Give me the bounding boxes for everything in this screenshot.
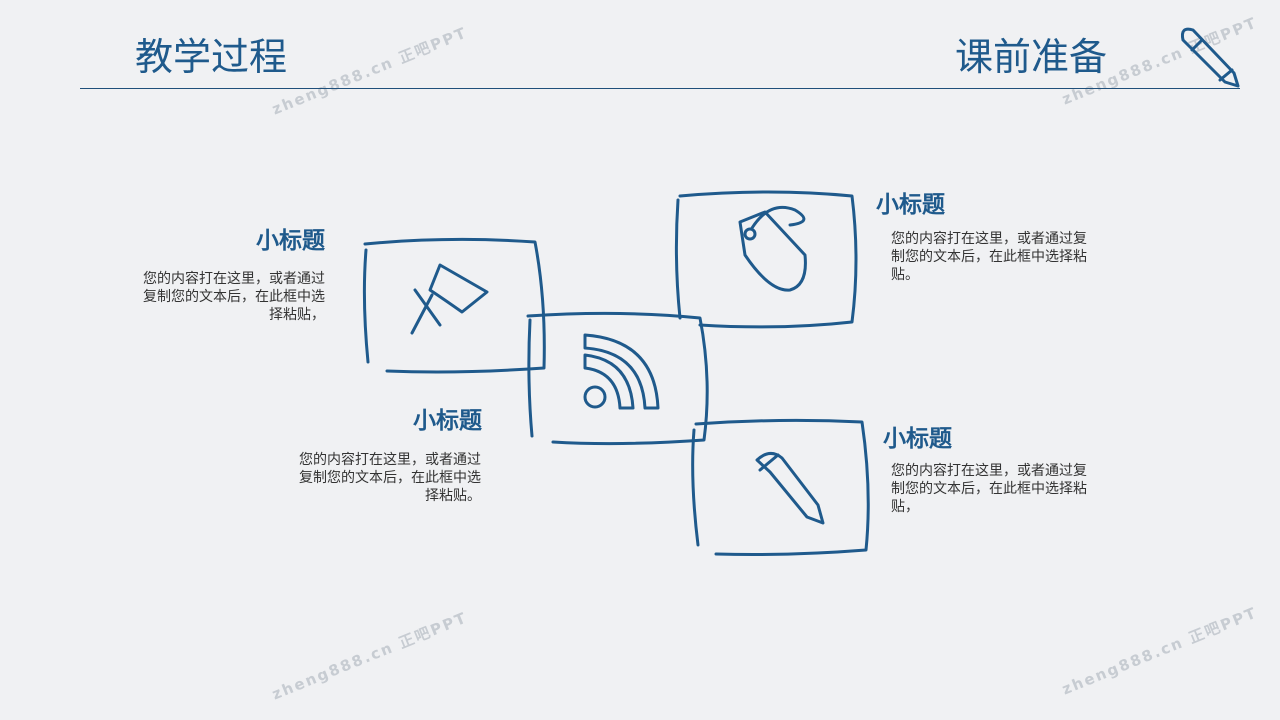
text-line: 择粘贴。 bbox=[425, 488, 481, 504]
text-line: 择粘贴， bbox=[269, 307, 325, 323]
text-line: 贴， bbox=[891, 499, 919, 515]
tag-icon bbox=[738, 205, 807, 292]
text-line: 制您的文本后，在此框中选择粘 bbox=[891, 249, 1087, 265]
header-pencil-icon bbox=[1181, 27, 1240, 88]
text-line: 您的内容打在这里，或者通过 bbox=[143, 271, 325, 287]
header-divider bbox=[80, 88, 1240, 89]
item-title: 小标题 bbox=[413, 408, 482, 434]
item-title: 小标题 bbox=[876, 192, 945, 218]
text-line: 复制您的文本后，在此框中选 bbox=[299, 470, 481, 486]
text-line: 复制您的文本后，在此框中选 bbox=[143, 289, 325, 305]
text-line: 您的内容打在这里，或者通过复 bbox=[891, 231, 1087, 247]
pushpin-icon bbox=[410, 263, 489, 335]
frame-rss bbox=[526, 311, 709, 446]
text-line: 贴。 bbox=[891, 267, 919, 283]
section-title: 教学过程 bbox=[135, 35, 288, 79]
item-description: 您的内容打在这里，或者通过复 制您的文本后，在此框中选择粘 贴， bbox=[891, 462, 1087, 516]
text-line: 制您的文本后，在此框中选择粘 bbox=[891, 481, 1087, 497]
rss-icon bbox=[583, 333, 660, 410]
pencil-icon bbox=[755, 452, 825, 525]
page-title: 课前准备 bbox=[955, 35, 1108, 79]
item-title: 小标题 bbox=[883, 426, 952, 452]
text-line: 您的内容打在这里，或者通过 bbox=[299, 452, 481, 468]
text-line: 您的内容打在这里，或者通过复 bbox=[891, 463, 1087, 479]
item-title: 小标题 bbox=[256, 228, 325, 254]
frame-pushpin bbox=[362, 237, 546, 374]
frame-tag bbox=[674, 190, 858, 329]
item-description: 您的内容打在这里，或者通过 复制您的文本后，在此框中选 择粘贴。 bbox=[236, 451, 481, 505]
item-description: 您的内容打在这里，或者通过 复制您的文本后，在此框中选 择粘贴， bbox=[80, 270, 325, 324]
frame-pencil bbox=[691, 418, 870, 556]
item-description: 您的内容打在这里，或者通过复 制您的文本后，在此框中选择粘 贴。 bbox=[891, 230, 1087, 284]
